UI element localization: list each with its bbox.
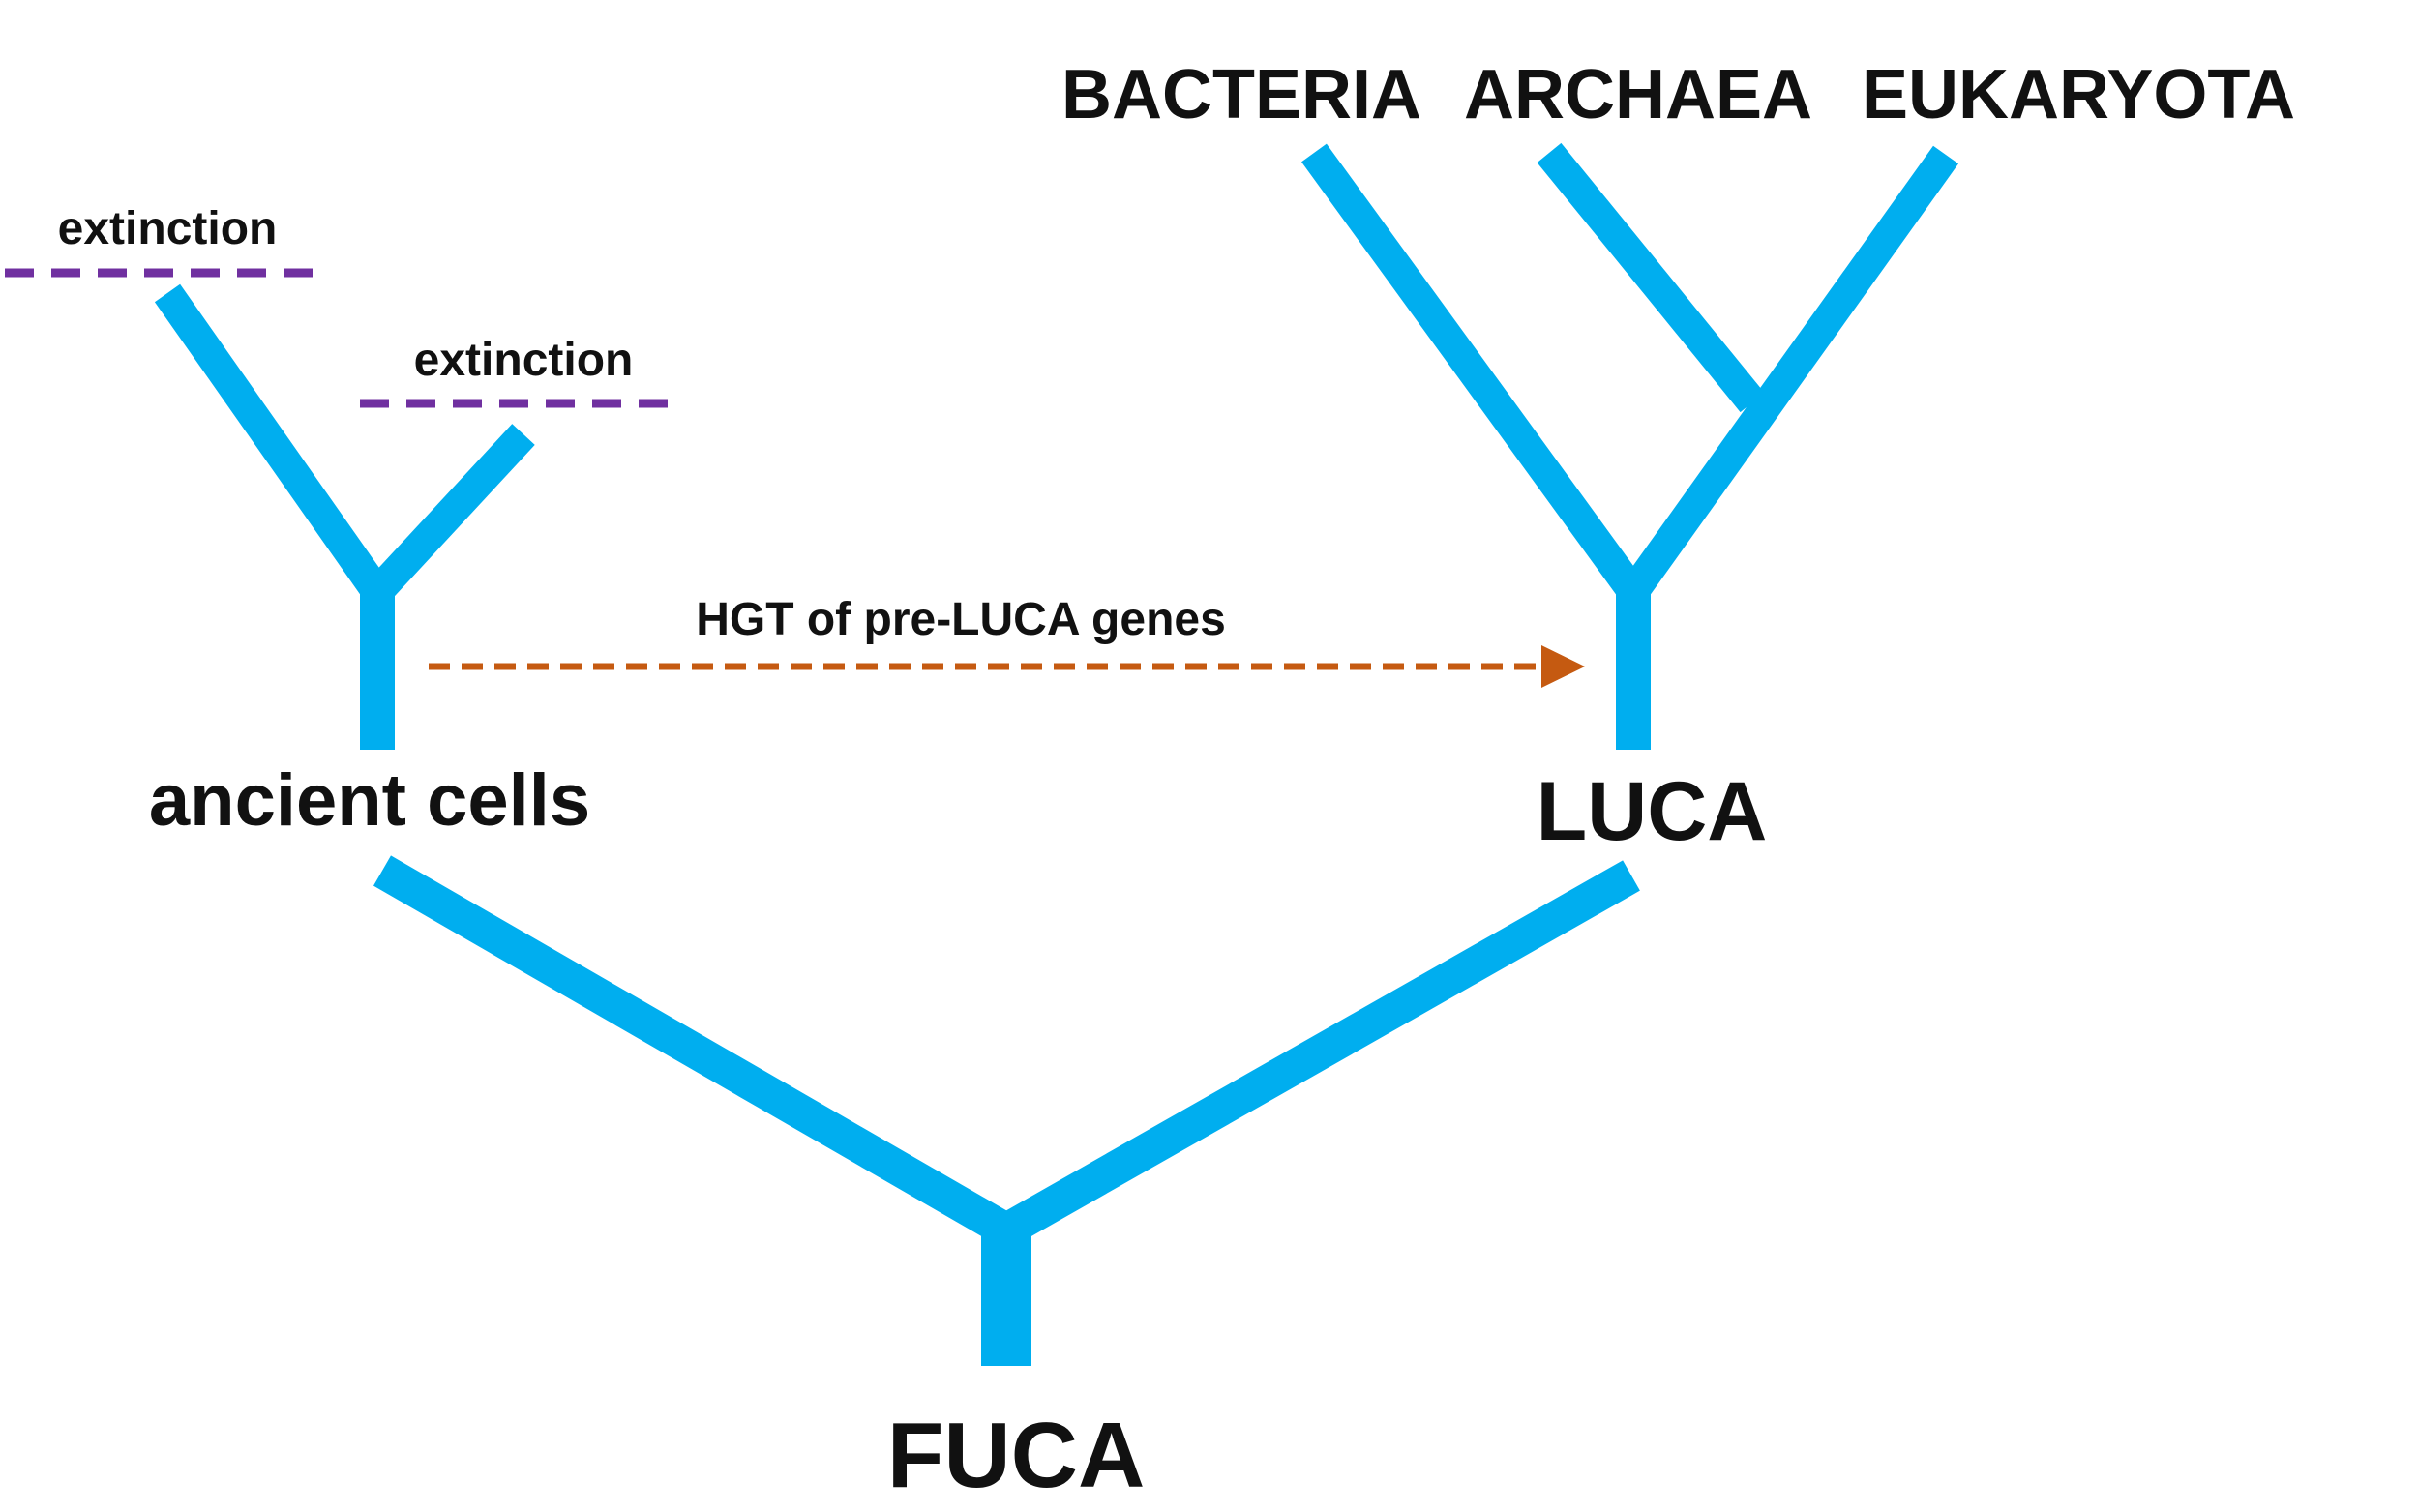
label-extinction-2: extinction xyxy=(414,335,634,386)
ancient-right-branch xyxy=(366,424,535,603)
fuca-left-branch xyxy=(373,855,1015,1246)
hgt-arrow-head xyxy=(1541,645,1585,688)
bacteria-branch xyxy=(1301,143,1646,602)
label-ancient-cells: ancient cells xyxy=(149,759,590,842)
luca-subtree xyxy=(1301,142,1959,750)
fuca-right-branch xyxy=(998,860,1640,1246)
label-eukaryota: EUKARYOTA xyxy=(1862,56,2295,133)
label-hgt: HGT of pre-LUCA genes xyxy=(696,594,1226,645)
label-luca: LUCA xyxy=(1537,765,1768,858)
ancient-left-branch xyxy=(154,283,391,602)
label-extinction-1: extinction xyxy=(58,203,278,254)
label-bacteria: BACTERIA xyxy=(1061,56,1421,133)
label-fuca: FUCA xyxy=(887,1404,1146,1507)
ancient-cells-subtree xyxy=(154,283,535,750)
archaea-eukaryota-branch xyxy=(1620,145,1959,602)
label-archaea: ARCHAEA xyxy=(1464,56,1812,133)
archaea-branch xyxy=(1537,142,1765,413)
fuca-subtree xyxy=(373,855,1640,1366)
